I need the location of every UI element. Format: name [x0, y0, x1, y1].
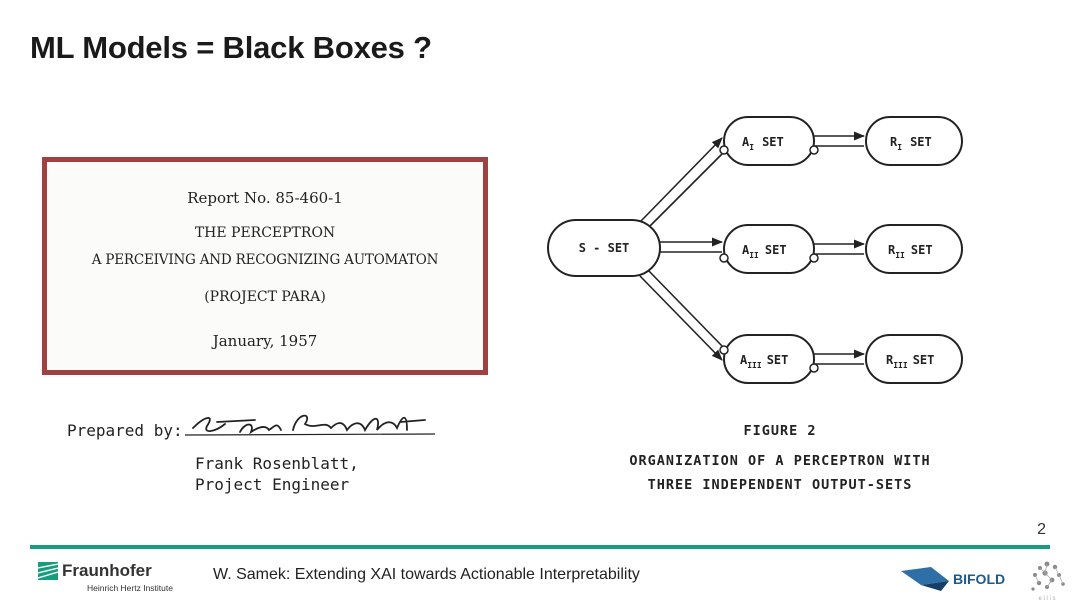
footer-text: W. Samek: Extending XAI towards Actionab…: [213, 566, 640, 583]
r3-set-node: [865, 334, 963, 384]
fraunhofer-mark-icon: [38, 562, 58, 580]
svg-text:e l l i s: e l l i s: [1038, 596, 1055, 602]
fraunhofer-logo: Fraunhofer Heinrich Hertz Institute: [38, 560, 198, 596]
handwritten-signature: [185, 414, 436, 436]
page-number: 2: [1037, 521, 1046, 538]
ellis-logo-icon: e l l i s: [1031, 561, 1065, 602]
bifold-name: BIFOLD: [953, 571, 1006, 587]
r1-set-node: [865, 116, 963, 166]
report-title: THE PERCEPTRON: [194, 225, 336, 241]
a3-set-node: [723, 334, 815, 384]
report-project: (PROJECT PARA): [204, 289, 326, 305]
figure-caption-line1: ORGANIZATION OF A PERCEPTRON WITH: [629, 453, 931, 469]
fraunhofer-subname: Heinrich Hertz Institute: [87, 583, 173, 593]
bifold-logo: BIFOLD: [901, 563, 1021, 593]
author-block: Frank Rosenblatt, Project Engineer: [195, 453, 359, 495]
a1-set-node: [723, 116, 815, 166]
s-set-node: [547, 219, 661, 277]
prepared-by-label: Prepared by:: [67, 421, 183, 440]
figure-caption-line2: THREE INDEPENDENT OUTPUT-SETS: [647, 477, 913, 493]
report-cover-box: Report No. 85-460-1 THE PERCEPTRON A PER…: [42, 157, 488, 375]
report-date: January, 1957: [212, 332, 318, 350]
footer-divider: [30, 545, 1050, 549]
report-number: Report No. 85-460-1: [187, 189, 343, 207]
a2-set-node: [723, 224, 815, 274]
fraunhofer-name: Fraunhofer: [62, 561, 152, 580]
figure-label: FIGURE 2: [743, 423, 817, 439]
r2-set-node: [865, 224, 963, 274]
report-subtitle: A PERCEIVING AND RECOGNIZING AUTOMATON: [91, 252, 439, 268]
bifold-mark-icon: [901, 567, 949, 591]
author-role: Project Engineer: [195, 475, 350, 494]
author-name: Frank Rosenblatt,: [195, 454, 359, 473]
slide-title: ML Models = Black Boxes ?: [30, 30, 432, 65]
s-set-label: S - SET: [579, 241, 630, 255]
